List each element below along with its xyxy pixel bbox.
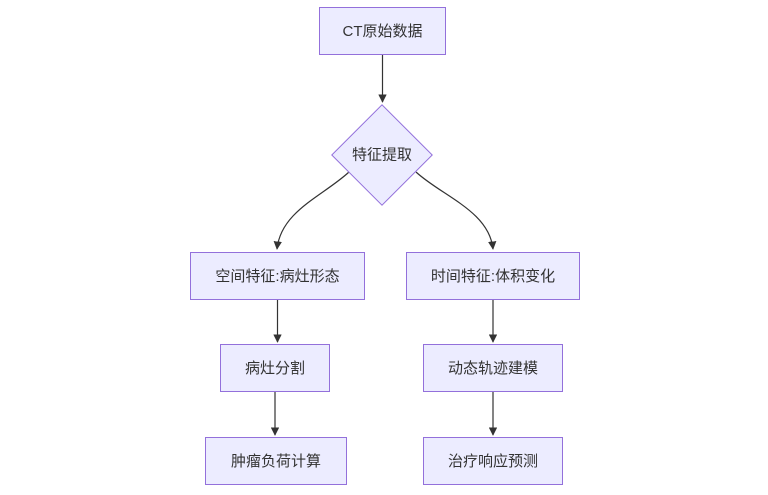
node-treatment-response-prediction[interactable]: 治疗响应预测 xyxy=(423,437,563,485)
node-temporal-features[interactable]: 时间特征:体积变化 xyxy=(406,252,580,300)
node-ct-raw-data-label: CT原始数据 xyxy=(342,22,423,40)
node-spatial-features[interactable]: 空间特征:病灶形态 xyxy=(190,252,365,300)
node-feature-extraction-label: 特征提取 xyxy=(351,146,413,164)
node-dynamic-trajectory-modeling-label: 动态轨迹建模 xyxy=(447,359,538,377)
node-lesion-segmentation[interactable]: 病灶分割 xyxy=(220,344,330,392)
node-tumor-burden-calculation-label: 肿瘤负荷计算 xyxy=(230,452,321,470)
edge-feature-to-temporal xyxy=(415,171,497,250)
edge-feature-to-spatial xyxy=(273,171,350,250)
node-lesion-segmentation-label: 病灶分割 xyxy=(244,359,305,377)
node-feature-extraction[interactable]: 特征提取 xyxy=(331,104,433,206)
node-temporal-features-label: 时间特征:体积变化 xyxy=(430,267,556,285)
node-tumor-burden-calculation[interactable]: 肿瘤负荷计算 xyxy=(205,437,347,485)
node-treatment-response-prediction-label: 治疗响应预测 xyxy=(447,452,538,470)
node-spatial-features-label: 空间特征:病灶形态 xyxy=(215,267,340,285)
node-ct-raw-data[interactable]: CT原始数据 xyxy=(319,7,446,55)
node-dynamic-trajectory-modeling[interactable]: 动态轨迹建模 xyxy=(423,344,563,392)
